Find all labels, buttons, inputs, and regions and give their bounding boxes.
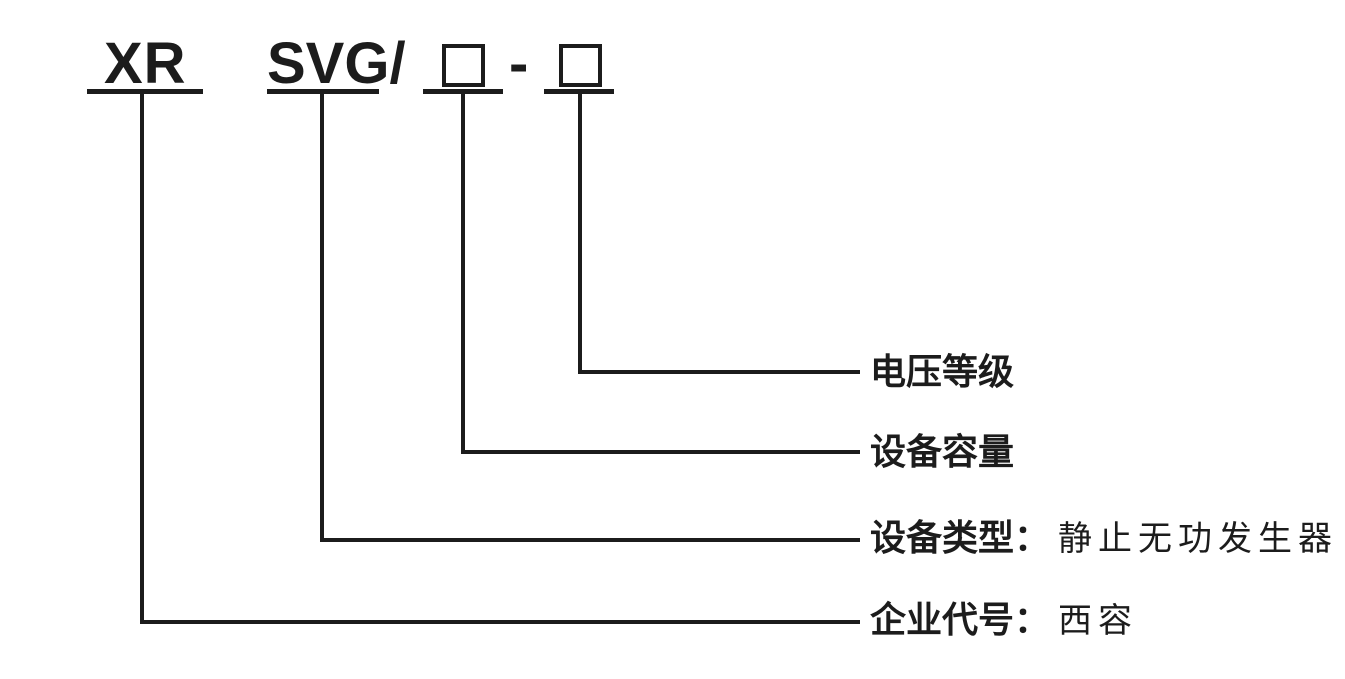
voltage-placeholder-box: [559, 44, 602, 87]
company-callout-line-horizontal: [140, 620, 860, 624]
type-callout-line-horizontal: [320, 538, 860, 542]
device-type-label-text: 设备类型：: [870, 517, 1051, 558]
dash-separator: -: [509, 31, 529, 96]
device-type-text: SVG/: [267, 31, 406, 96]
type-callout-line-vertical: [320, 92, 324, 542]
capacity-underline: [423, 89, 503, 94]
device-type-value: 静止无功发生器: [1058, 521, 1339, 558]
voltage-level-label-text: 电压等级: [870, 351, 1015, 392]
company-code-label: 企业代号：西容: [870, 600, 1138, 642]
capacity-callout-line-vertical: [461, 92, 465, 454]
device-capacity-label: 设备容量: [870, 432, 1014, 472]
type-underline: [267, 89, 379, 94]
company-callout-line-vertical: [140, 92, 144, 624]
voltage-underline: [544, 89, 614, 94]
device-type-label: 设备类型：静止无功发生器: [870, 518, 1338, 560]
company-code-text: XR: [104, 31, 187, 96]
voltage-level-label: 电压等级: [870, 352, 1014, 392]
voltage-callout-line-horizontal: [578, 370, 860, 374]
capacity-callout-line-horizontal: [461, 450, 860, 454]
company-code-label-text: 企业代号：: [870, 599, 1051, 640]
company-code-value: 西容: [1058, 603, 1139, 640]
voltage-callout-line-vertical: [578, 92, 582, 374]
device-capacity-label-text: 设备容量: [870, 431, 1015, 472]
company-underline: [87, 89, 203, 94]
capacity-placeholder-box: [442, 44, 485, 87]
